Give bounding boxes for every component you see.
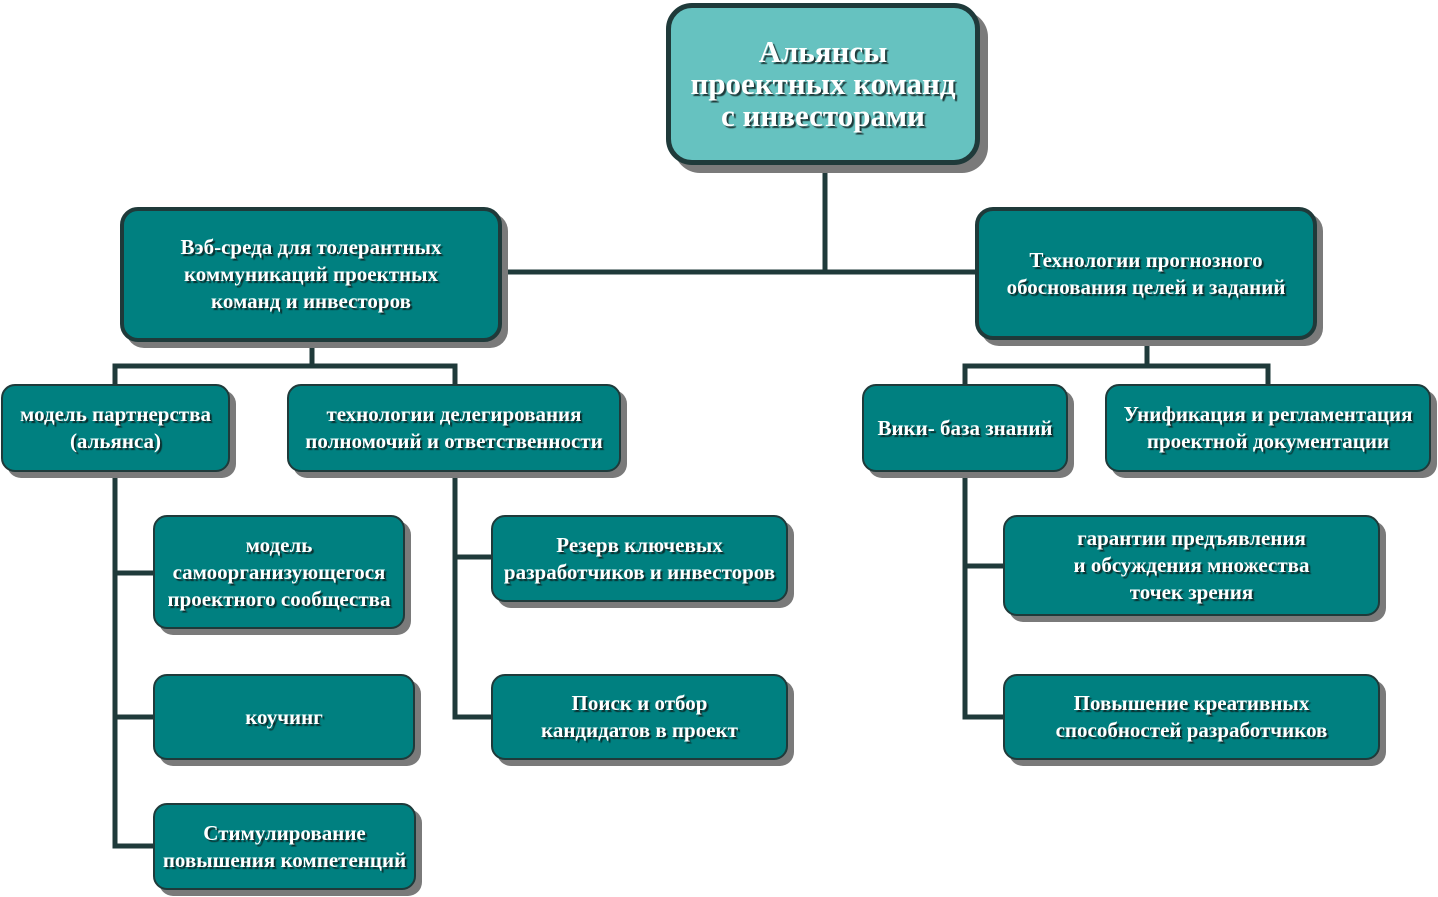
connector-partnership-children — [112, 467, 158, 849]
key-developers-reserve-node: Резерв ключевых разработчиков и инвестор… — [491, 515, 788, 602]
delegation-technologies-node: технологии делегирования полномочий и от… — [287, 384, 621, 472]
candidate-search-node: Поиск и отбор кандидатов в проект — [491, 674, 788, 760]
creativity-boost-node: Повышение креативных способностей разраб… — [1003, 674, 1380, 760]
web-environment-node: Вэб-среда для толерантных коммуникаций п… — [120, 207, 502, 342]
coaching-node: коучинг — [153, 674, 415, 760]
connector-delegation-children — [452, 467, 496, 720]
connector-right-branch — [962, 335, 1271, 389]
connector-left-branch — [112, 337, 458, 389]
documentation-unification-node: Унификация и регламентация проектной док… — [1105, 384, 1431, 472]
connector-wiki-children — [962, 467, 1008, 720]
connector-root — [497, 159, 980, 275]
forecast-technologies-node: Технологии прогнозного обоснования целей… — [975, 207, 1317, 340]
wiki-knowledge-base-node: Вики- база знаний — [862, 384, 1068, 472]
self-organizing-community-node: модель самоорганизующегося проектного со… — [153, 515, 405, 629]
viewpoints-guarantee-node: гарантии предъявления и обсуждения множе… — [1003, 515, 1380, 616]
partnership-model-node: модель партнерства (альянса) — [1, 384, 230, 472]
competence-stimulation-node: Стимулирование повышения компетенций — [153, 803, 416, 890]
root-node: Альянсы проектных команд с инвесторами — [666, 3, 980, 165]
